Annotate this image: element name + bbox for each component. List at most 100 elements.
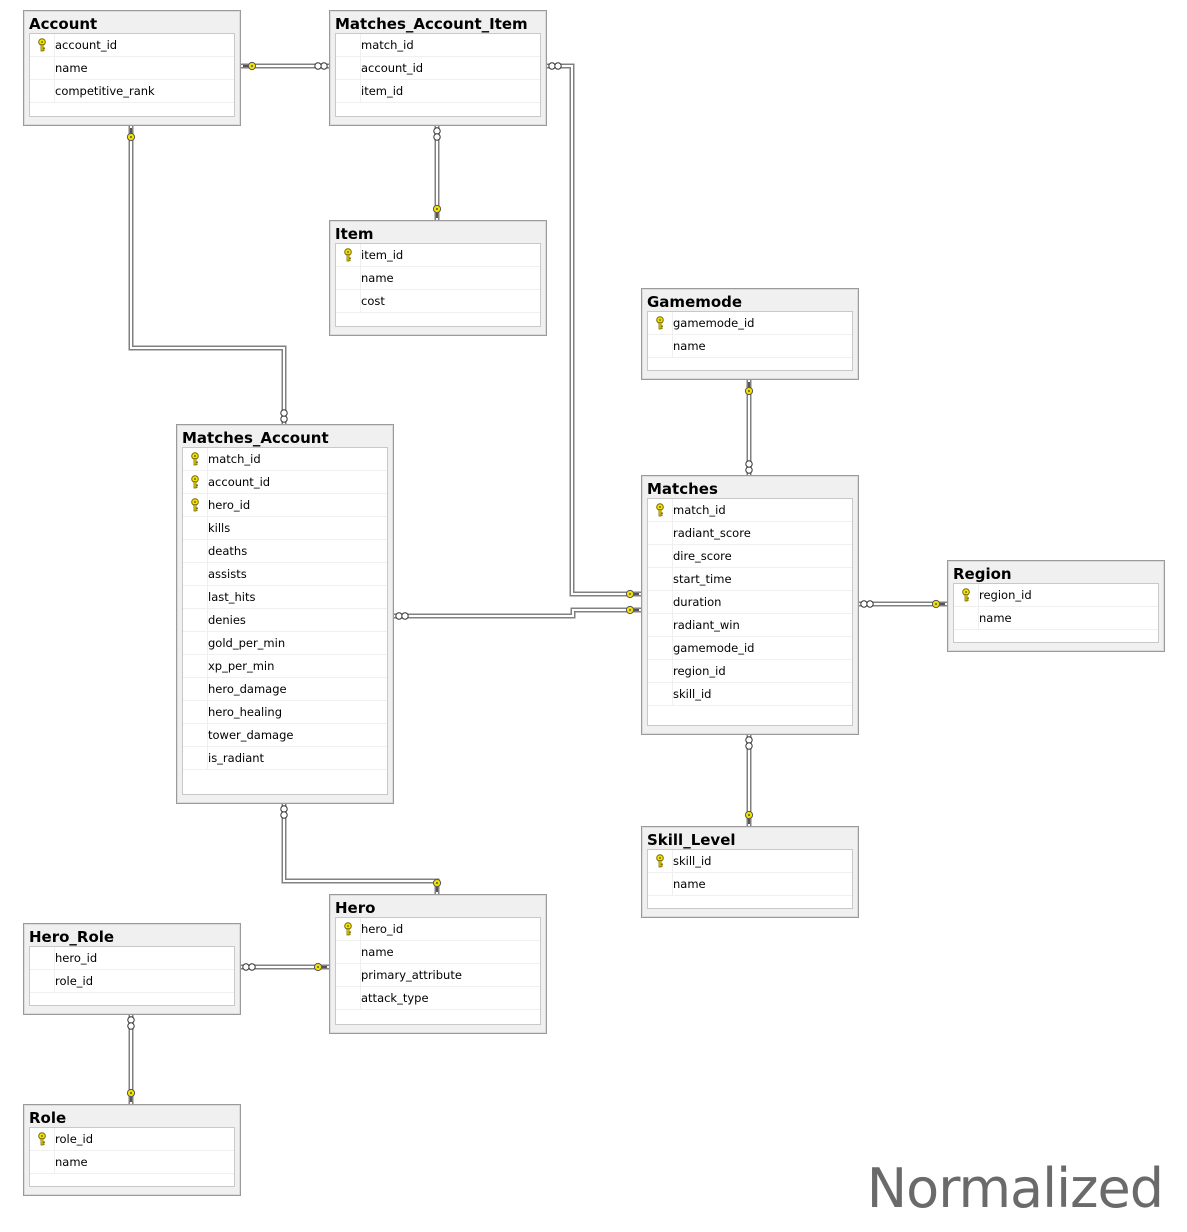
relationship-matches-account-to-hero[interactable]: [280, 804, 442, 894]
column-row[interactable]: hero_healing: [183, 701, 387, 724]
column-row[interactable]: cost: [336, 290, 540, 313]
column-row[interactable]: attack_type: [336, 987, 540, 1010]
many-end-icon: [395, 612, 409, 620]
column-row[interactable]: competitive_rank: [30, 80, 234, 103]
column-row[interactable]: gold_per_min: [183, 632, 387, 655]
column-row[interactable]: is_radiant: [183, 747, 387, 770]
column-row[interactable]: account_id: [336, 57, 540, 80]
column-row[interactable]: account_id: [30, 34, 234, 57]
column-icon-slot: [183, 747, 207, 769]
column-icon-slot: [30, 947, 54, 969]
column-row[interactable]: match_id: [648, 499, 852, 522]
column-row[interactable]: skill_id: [648, 850, 852, 873]
column-row[interactable]: region_id: [648, 660, 852, 683]
column-row[interactable]: tower_damage: [183, 724, 387, 747]
column-row[interactable]: primary_attribute: [336, 964, 540, 987]
many-end-icon: [280, 409, 288, 423]
column-row[interactable]: item_id: [336, 80, 540, 103]
relationship-matches-account-to-account[interactable]: [126, 126, 288, 424]
column-row[interactable]: account_id: [183, 471, 387, 494]
many-end-icon: [127, 1016, 135, 1030]
primary-key-icon: [183, 494, 207, 516]
column-row[interactable]: hero_id: [30, 947, 234, 970]
column-row[interactable]: item_id: [336, 244, 540, 267]
column-row[interactable]: start_time: [648, 568, 852, 591]
column-name: region_id: [979, 588, 1032, 602]
column-row[interactable]: match_id: [183, 448, 387, 471]
column-row[interactable]: dire_score: [648, 545, 852, 568]
column-row[interactable]: name: [954, 607, 1158, 630]
column-row[interactable]: xp_per_min: [183, 655, 387, 678]
key-end-icon: [313, 962, 327, 972]
column-row[interactable]: duration: [648, 591, 852, 614]
column-row[interactable]: name: [336, 267, 540, 290]
column-row[interactable]: radiant_score: [648, 522, 852, 545]
relationship-hero-role-to-role[interactable]: [126, 1015, 136, 1104]
column-row[interactable]: deaths: [183, 540, 387, 563]
relationship-matches-account-item-to-item[interactable]: [432, 126, 442, 220]
column-row[interactable]: name: [648, 335, 852, 358]
relationship-matches-to-gamemode[interactable]: [744, 380, 754, 475]
column-row[interactable]: skill_id: [648, 683, 852, 706]
column-icon-slot: [183, 678, 207, 700]
column-row[interactable]: gamemode_id: [648, 312, 852, 335]
column-row[interactable]: hero_id: [336, 918, 540, 941]
column-name: last_hits: [208, 590, 256, 604]
column-row[interactable]: hero_damage: [183, 678, 387, 701]
key-end-icon: [744, 810, 754, 824]
row-separator: [360, 941, 361, 963]
column-row[interactable]: name: [648, 873, 852, 896]
row-separator: [54, 1128, 55, 1150]
column-name: primary_attribute: [361, 968, 462, 982]
relationship-matches-account-to-matches[interactable]: [394, 605, 641, 620]
column-row[interactable]: region_id: [954, 584, 1158, 607]
column-name: attack_type: [361, 991, 429, 1005]
column-name: hero_damage: [208, 682, 287, 696]
column-row[interactable]: name: [336, 941, 540, 964]
column-row[interactable]: name: [30, 1151, 234, 1174]
column-row[interactable]: last_hits: [183, 586, 387, 609]
row-separator: [207, 448, 208, 470]
primary-key-icon: [648, 312, 672, 334]
row-separator: [672, 545, 673, 567]
column-row[interactable]: match_id: [336, 34, 540, 57]
column-row[interactable]: kills: [183, 517, 387, 540]
relationship-matches-account-item-to-account[interactable]: [241, 61, 329, 71]
column-name: account_id: [55, 38, 118, 52]
key-end-icon: [126, 128, 136, 142]
column-icon-slot: [336, 34, 360, 56]
row-separator: [360, 918, 361, 940]
primary-key-icon: [336, 918, 360, 940]
column-row[interactable]: denies: [183, 609, 387, 632]
column-name: hero_id: [208, 498, 251, 512]
key-end-icon: [432, 878, 442, 892]
relationship-matches-to-skill-level[interactable]: [744, 735, 754, 826]
column-icon-slot: [336, 964, 360, 986]
column-row[interactable]: assists: [183, 563, 387, 586]
relationship-hero-role-to-hero[interactable]: [241, 962, 329, 972]
column-row[interactable]: role_id: [30, 970, 234, 993]
relationship-matches-account-item-to-matches[interactable]: [547, 62, 641, 599]
relationship-matches-to-region[interactable]: [859, 599, 947, 609]
column-row[interactable]: role_id: [30, 1128, 234, 1151]
column-row[interactable]: gamemode_id: [648, 637, 852, 660]
column-row[interactable]: name: [30, 57, 234, 80]
column-icon-slot: [648, 591, 672, 613]
column-row[interactable]: hero_id: [183, 494, 387, 517]
column-icon-slot: [336, 267, 360, 289]
column-name: duration: [673, 595, 722, 609]
row-separator: [54, 1151, 55, 1173]
column-row[interactable]: radiant_win: [648, 614, 852, 637]
